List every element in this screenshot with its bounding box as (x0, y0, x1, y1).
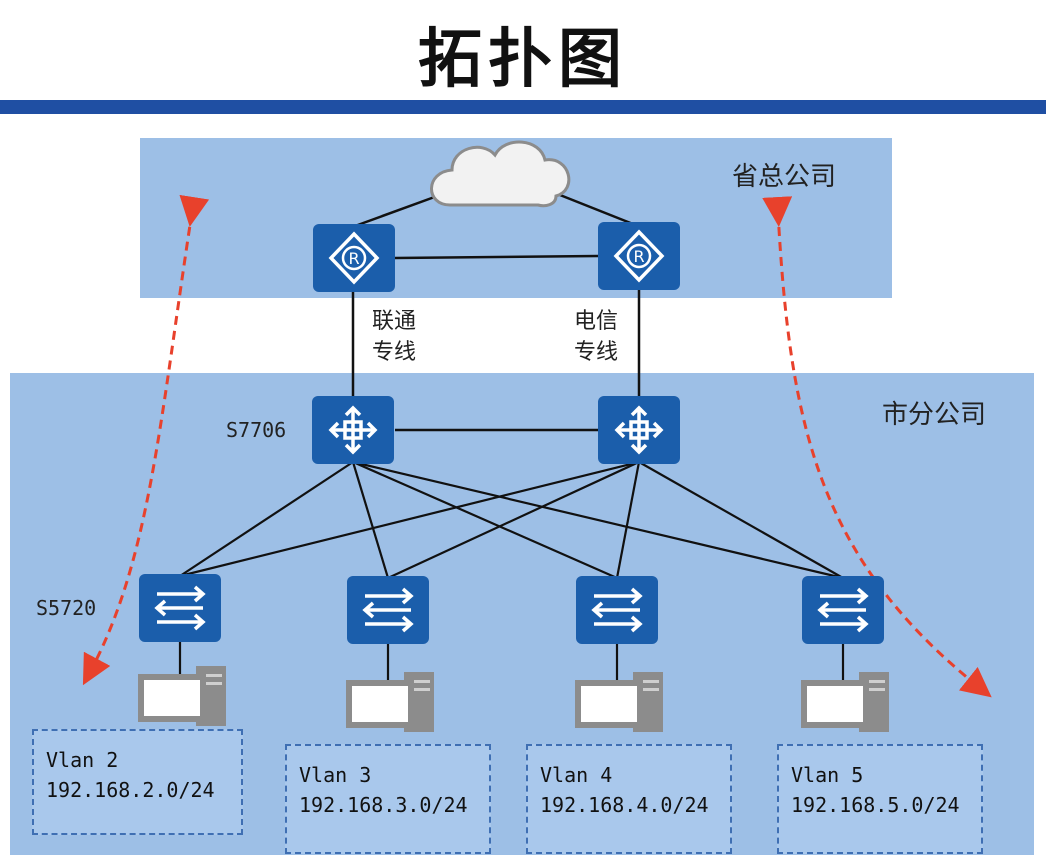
access-switch-label: S5720 (36, 596, 97, 620)
switch-icon (139, 574, 221, 642)
pc-icon (801, 672, 889, 732)
vlan-box: Vlan 3 192.168.3.0/24 (285, 744, 491, 854)
switch-icon (576, 576, 658, 644)
switch-icon (802, 576, 884, 644)
router-icon: R (598, 222, 680, 290)
vlan-subnet: 192.168.3.0/24 (299, 793, 468, 817)
core-switch-label: S7706 (226, 418, 287, 442)
layer3-switch-icon (312, 396, 394, 464)
vlan-subnet: 192.168.4.0/24 (540, 793, 709, 817)
svg-text:R: R (633, 247, 644, 266)
pc-icon (138, 666, 226, 726)
router-icon: R (313, 224, 395, 292)
vlan-name: Vlan 3 (299, 763, 372, 787)
vlan-name: Vlan 2 (46, 748, 119, 772)
svg-text:R: R (348, 249, 359, 268)
headquarters-label: 省总公司 (732, 162, 837, 192)
vlan-box: Vlan 2 192.168.2.0/24 (32, 729, 243, 835)
pc-icon (346, 672, 434, 732)
traffic-arrow-left (82, 194, 210, 686)
pc-icon (575, 672, 663, 732)
vlan-subnet: 192.168.5.0/24 (791, 793, 960, 817)
link-cloud-router-right (559, 193, 639, 228)
layer3-switch-icon (598, 396, 680, 464)
vlan-box: Vlan 4 192.168.4.0/24 (526, 744, 732, 854)
link-router-router (394, 254, 599, 260)
telecom-line-label: 电信专线 (574, 309, 619, 365)
vlan-name: Vlan 5 (791, 763, 864, 787)
vlan-box: Vlan 5 192.168.5.0/24 (777, 744, 983, 854)
traffic-arrow-right (762, 196, 992, 698)
page-title: 拓扑图 (418, 23, 628, 97)
cloud-icon (430, 140, 571, 208)
vlan-name: Vlan 4 (540, 763, 613, 787)
unicom-line-label: 联通专线 (372, 309, 417, 365)
title-divider (0, 100, 1046, 114)
vlan-subnet: 192.168.2.0/24 (46, 778, 215, 802)
link-cloud-router-left (354, 193, 441, 228)
switch-icon (347, 576, 429, 644)
